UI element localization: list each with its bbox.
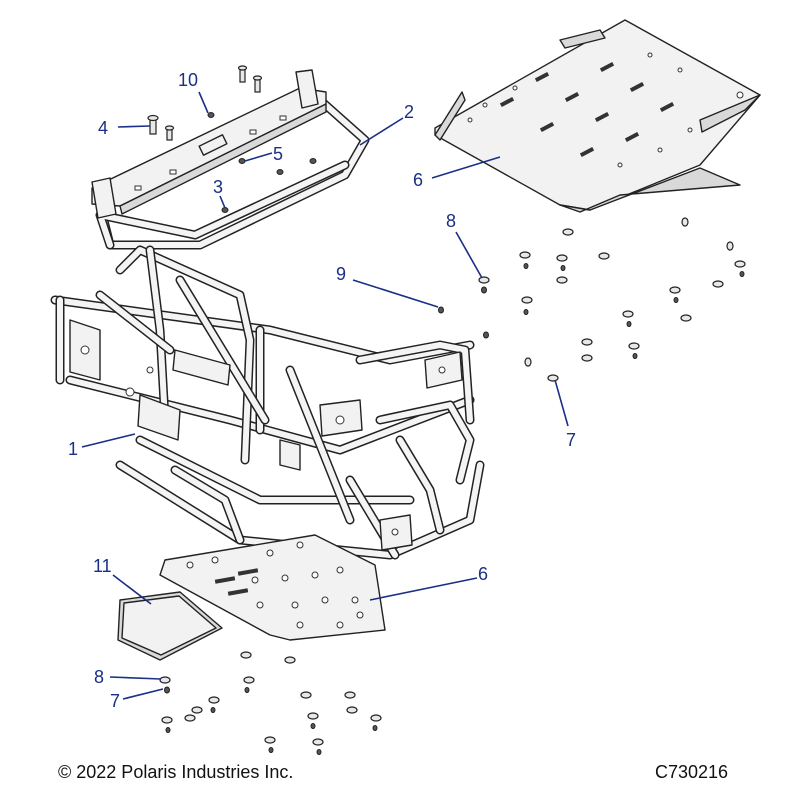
skid-plate-lower-fasteners (159, 651, 382, 755)
leader-7-lower (122, 688, 164, 700)
bolt-4 (147, 114, 159, 135)
bolt-10b (252, 75, 263, 93)
leader-3 (219, 195, 226, 209)
leader-8-upper (455, 231, 483, 279)
callout-9: 9 (336, 264, 346, 284)
grommet-8-lower (159, 676, 171, 684)
callout-6-lower: 6 (478, 564, 488, 584)
leader-6-lower (369, 577, 478, 601)
rivet-7-lower (164, 686, 170, 694)
callout-4: 4 (98, 118, 108, 138)
callout-5: 5 (273, 144, 283, 164)
callout-2: 2 (404, 102, 414, 122)
floor-panel-upper-slots (467, 52, 744, 168)
callout-7-lower: 7 (110, 691, 120, 711)
bolt-10a (237, 65, 248, 83)
leader-lines (81, 91, 569, 700)
callout-3: 3 (213, 177, 223, 197)
bolt-4b (164, 125, 175, 141)
leader-8-lower (109, 676, 162, 680)
leader-4 (117, 125, 151, 128)
nut-10 (207, 112, 215, 118)
floor-panel-upper (434, 19, 761, 213)
screw-9 (438, 306, 444, 314)
nut-3 (221, 207, 229, 213)
copyright-notice: © 2022 Polaris Industries Inc. (58, 762, 294, 782)
callout-7-upper: 7 (566, 430, 576, 450)
seat-base-frame (91, 69, 370, 250)
callout-10: 10 (178, 70, 198, 90)
callout-6-upper: 6 (413, 170, 423, 190)
figure-id: C730216 (655, 762, 729, 782)
grommet-8 (478, 276, 490, 284)
leader-7-upper (554, 379, 569, 427)
leader-10 (198, 91, 209, 114)
leader-1 (81, 433, 136, 448)
leader-5 (244, 152, 273, 162)
main-frame (50, 245, 485, 560)
callout-11: 11 (93, 556, 112, 576)
leader-11 (112, 574, 152, 605)
callout-8-lower: 8 (94, 667, 104, 687)
skid-plate-lower (159, 534, 386, 641)
callout-labels: 10 4 5 3 2 6 8 9 7 1 6 11 8 7 (68, 70, 576, 711)
floor-panel-upper-fasteners (438, 217, 746, 382)
callout-8-upper: 8 (446, 211, 456, 231)
cover-plate (117, 591, 223, 661)
callout-1: 1 (68, 439, 78, 459)
leader-9 (352, 279, 439, 308)
nut-5 (238, 158, 246, 164)
leader-2 (359, 117, 404, 146)
seat-base-hardware (147, 65, 317, 213)
leader-6-upper (431, 156, 501, 179)
